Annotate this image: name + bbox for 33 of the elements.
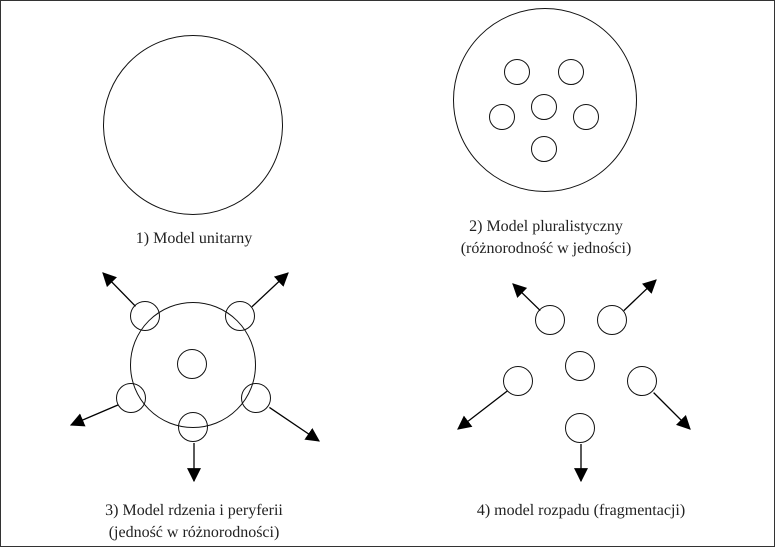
- circle: [564, 350, 594, 380]
- circle: [596, 304, 626, 334]
- circle: [531, 94, 557, 120]
- circle: [564, 412, 594, 442]
- circle: [130, 302, 256, 428]
- caption: 4) model rozpadu (fragmentacji): [476, 501, 686, 521]
- circle: [504, 59, 530, 85]
- circle: [177, 349, 207, 379]
- circle: [178, 412, 208, 442]
- circle: [116, 382, 146, 412]
- arrow: [70, 404, 118, 426]
- circle: [626, 366, 656, 396]
- circle: [558, 59, 584, 85]
- arrow: [269, 406, 320, 442]
- circle: [240, 382, 270, 412]
- circle: [534, 304, 564, 334]
- circle: [573, 104, 599, 130]
- circle: [489, 104, 515, 130]
- circle: [531, 136, 557, 162]
- circle: [452, 8, 636, 192]
- arrow: [653, 392, 691, 430]
- caption: 2) Model pluralistyczny (różnorodność w jedności): [460, 217, 632, 259]
- arrow: [102, 272, 136, 307]
- arrow: [187, 443, 201, 482]
- caption: 1) Model unitarny: [134, 229, 254, 249]
- arrow: [623, 279, 657, 312]
- caption: 3) Model rdzenia i peryferii (jedność w różnorodności): [104, 501, 284, 543]
- arrow: [252, 272, 289, 308]
- arrow: [457, 390, 508, 430]
- circle: [102, 34, 282, 214]
- circle: [502, 366, 532, 396]
- arrow: [574, 444, 588, 482]
- arrow: [512, 283, 541, 311]
